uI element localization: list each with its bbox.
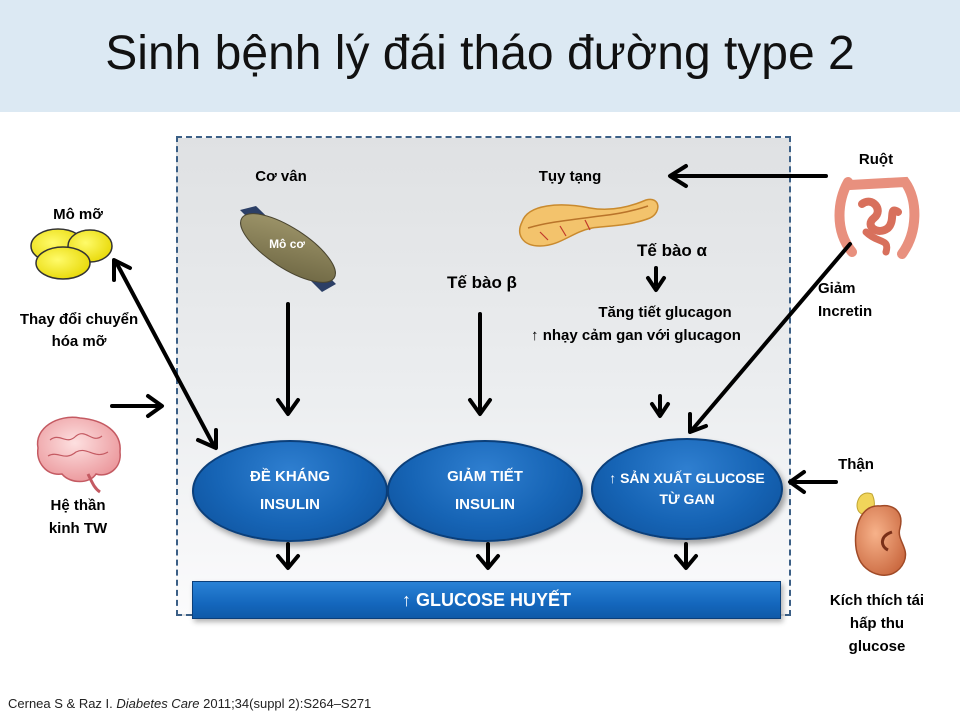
insulin-secretion-ellipse: GIẢM TIẾT INSULIN bbox=[387, 440, 583, 542]
insulin-resistance-ellipse: ĐỀ KHÁNG INSULIN bbox=[192, 440, 388, 542]
page-title: Sinh bệnh lý đái tháo đường type 2 bbox=[105, 27, 855, 80]
muscle-icon bbox=[240, 206, 336, 292]
hepatic-glucose-line2: TỪ GAN bbox=[659, 491, 715, 507]
title-bar bbox=[0, 0, 960, 112]
label-kidney: Thận bbox=[838, 456, 874, 473]
brain-icon bbox=[36, 416, 121, 494]
label-glucagon-increase: Tăng tiết glucagon bbox=[598, 304, 732, 321]
arrow-incretin-diagonal bbox=[690, 242, 852, 432]
citation-journal: Diabetes Care bbox=[116, 696, 200, 711]
citation-authors: Cernea S & Raz I. bbox=[8, 696, 117, 711]
label-pancreas: Tụy tạng bbox=[538, 168, 602, 185]
insulin-secretion-line1: GIẢM TIẾT bbox=[447, 468, 523, 485]
label-alpha-cell: Tế bào α bbox=[637, 241, 707, 260]
label-adipose: Mô mỡ bbox=[53, 206, 103, 223]
fat-cells-icon bbox=[30, 228, 113, 280]
insulin-resistance-line1: ĐỀ KHÁNG bbox=[249, 468, 330, 485]
hepatic-glucose-ellipse: ↑ SẢN XUẤT GLUCOSE TỪ GAN bbox=[591, 438, 783, 540]
label-cns-1: Hệ thần bbox=[50, 497, 106, 514]
label-skeletal-muscle: Cơ vân bbox=[255, 168, 307, 185]
label-cns-2: kinh TW bbox=[48, 520, 108, 537]
citation: Cernea S & Raz I. Diabetes Care 2011;34(… bbox=[8, 696, 371, 711]
label-intestine: Ruột bbox=[858, 151, 894, 168]
hepatic-glucose-line1: ↑ SẢN XUẤT GLUCOSE bbox=[609, 470, 765, 486]
label-incretin-1: Giảm bbox=[818, 280, 856, 297]
label-reabsorption-3: glucose bbox=[848, 638, 906, 655]
label-lipid-metabolism-2: hóa mỡ bbox=[51, 333, 107, 350]
pancreas-icon bbox=[519, 198, 659, 247]
insulin-resistance-line2: INSULIN bbox=[260, 496, 320, 513]
insulin-secretion-line2: INSULIN bbox=[455, 496, 515, 513]
label-lipid-metabolism-1: Thay đổi chuyển bbox=[19, 311, 139, 328]
kidney-icon bbox=[854, 492, 907, 576]
arrow-fat-resistance-double bbox=[114, 260, 216, 448]
label-beta-cell: Tế bào β bbox=[447, 273, 517, 292]
citation-details: 2011;34(suppl 2):S264–S271 bbox=[199, 696, 372, 711]
blood-glucose-bar: ↑ GLUCOSE HUYẾT bbox=[192, 581, 781, 619]
label-incretin-2: Incretin bbox=[818, 303, 873, 320]
label-muscle-tissue: Mô cơ bbox=[269, 237, 305, 251]
label-reabsorption-1: Kích thích tái bbox=[829, 592, 925, 609]
label-liver-sensitivity: ↑ nhạy cảm gan với glucagon bbox=[531, 327, 741, 344]
label-reabsorption-2: hấp thu bbox=[849, 615, 905, 632]
